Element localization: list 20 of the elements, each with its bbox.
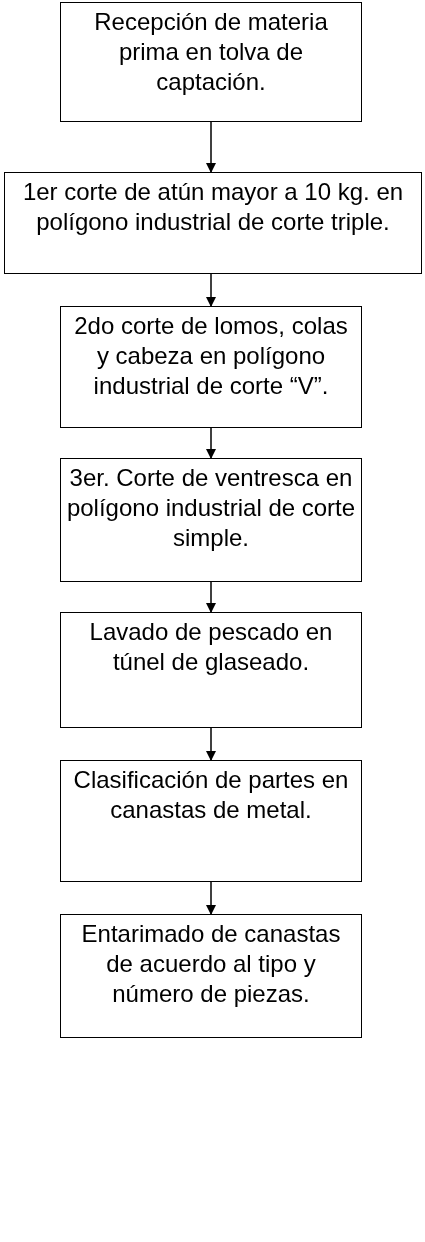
step-text: 3er. Corte de ventresca en polígono industrial de corte simple. — [65, 463, 357, 553]
step-text: 2do corte de lomos, colas y cabeza en polígono industrial de corte “V”. — [73, 311, 349, 401]
process-box — [60, 914, 362, 1038]
step-text: Entarimado de canastas de acuerdo al tipo y número de piezas. — [80, 919, 342, 1009]
step-text: Lavado de pescado en túnel de glaseado. — [88, 617, 334, 677]
process-box — [60, 2, 362, 122]
arrow — [206, 273, 216, 307]
process-box — [60, 458, 362, 582]
process-box — [60, 760, 362, 882]
arrow — [206, 427, 216, 459]
arrow — [206, 581, 216, 613]
step-text: 1er corte de atún mayor a 10 kg. en polígono industrial de corte triple. — [21, 177, 405, 237]
step-text: Clasificación de partes en canastas de metal. — [72, 765, 350, 825]
step-text: Recepción de materia prima en tolva de captación. — [93, 7, 329, 97]
arrow — [206, 121, 216, 173]
process-box — [4, 172, 422, 274]
process-box — [60, 306, 362, 428]
process-box — [60, 612, 362, 728]
arrow — [206, 727, 216, 761]
arrow — [206, 881, 216, 915]
